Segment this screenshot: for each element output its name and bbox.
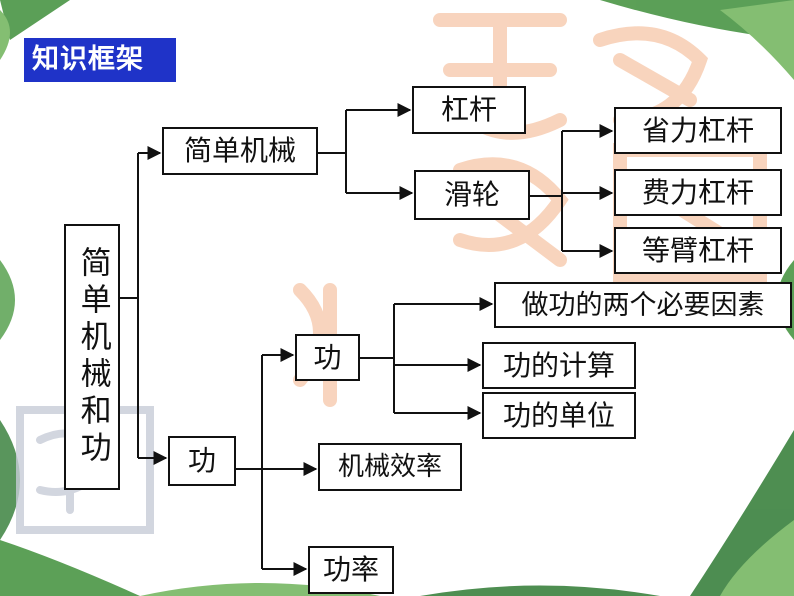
node-simple-machine-label: 简单机械 (183, 134, 296, 167)
node-work-factors: 做功的两个必要因素 (494, 282, 792, 328)
node-lever-label: 杠杆 (440, 93, 497, 126)
node-work-calc: 功的计算 (482, 342, 636, 389)
node-equal-arm-lever: 等臂杠杆 (614, 227, 782, 274)
node-efficiency: 机械效率 (318, 443, 462, 491)
node-work-sub-label: 功 (313, 340, 342, 374)
node-pulley: 滑轮 (414, 170, 530, 220)
node-pulley-label: 滑轮 (443, 178, 500, 211)
node-labor-saving-lever-label: 省力杠杆 (641, 113, 754, 147)
leaf-decoration-top-left (0, 0, 70, 60)
node-root-label: 简单机械和功 (74, 246, 111, 468)
node-work-unit-label: 功的单位 (502, 398, 615, 432)
leaf-decoration-left (0, 260, 20, 540)
node-work-main-label: 功 (187, 444, 216, 477)
leaf-decoration-top-right (600, 0, 794, 80)
node-work-calc-label: 功的计算 (502, 348, 615, 382)
node-labor-saving-lever: 省力杠杆 (614, 107, 782, 154)
node-effort-lever-label: 费力杠杆 (641, 175, 754, 209)
node-lever: 杠杆 (412, 86, 526, 134)
node-equal-arm-lever-label: 等臂杠杆 (641, 233, 754, 267)
node-simple-machine: 简单机械 (162, 127, 318, 175)
node-power: 功率 (308, 546, 394, 594)
node-work-sub: 功 (295, 334, 360, 381)
node-root: 简单机械和功 (64, 224, 120, 490)
node-work-factors-label: 做功的两个必要因素 (521, 289, 765, 321)
node-work-main: 功 (168, 436, 236, 486)
node-work-unit: 功的单位 (482, 392, 636, 439)
node-efficiency-label: 机械效率 (337, 452, 442, 482)
node-power-label: 功率 (322, 553, 379, 586)
node-effort-lever: 费力杠杆 (614, 169, 782, 216)
page-title: 知识框架 (24, 38, 176, 82)
